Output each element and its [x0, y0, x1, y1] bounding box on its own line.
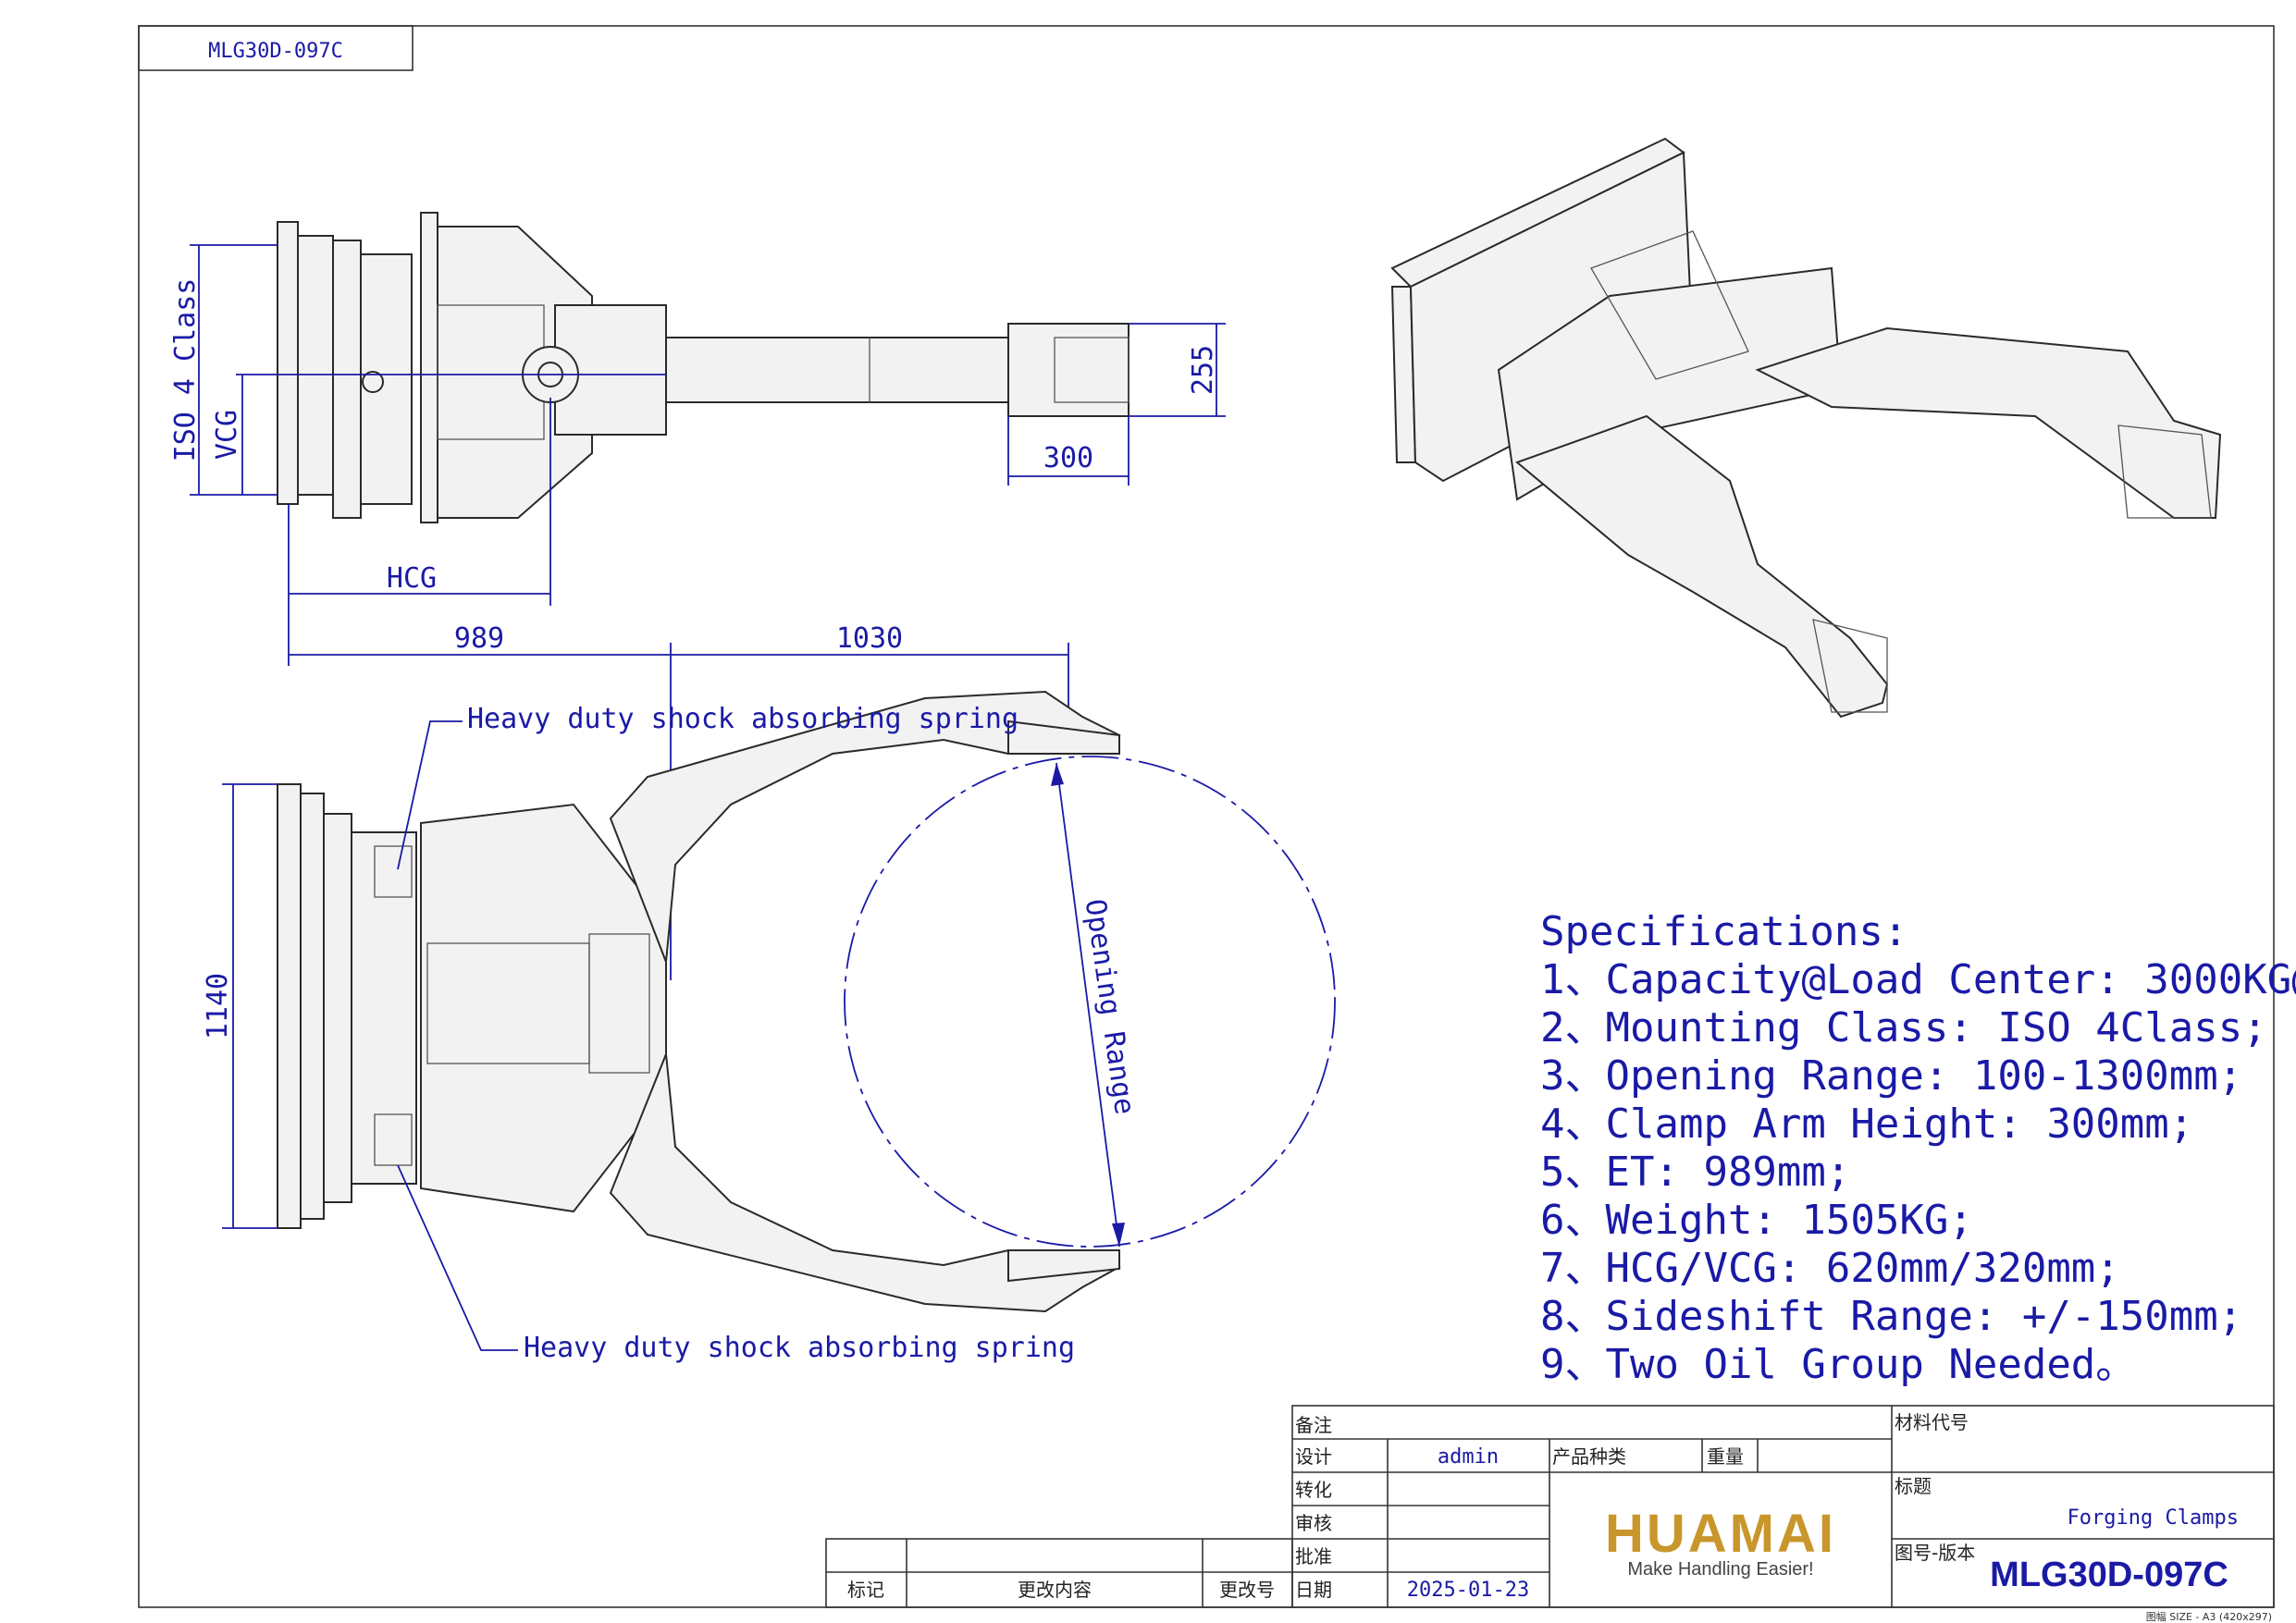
spec-item: 6、Weight: 1505KG; — [1540, 1197, 1973, 1244]
tb-title: Forging Clamps — [2068, 1506, 2239, 1530]
callout-spring-bottom: Heavy duty shock absorbing spring — [524, 1332, 1075, 1364]
title-block-frame — [1291, 1405, 2275, 1608]
tb-date-label: 日期 — [1295, 1579, 1332, 1601]
isometric-view — [1390, 137, 2222, 719]
spec-item: 5、ET: 989mm; — [1540, 1149, 1850, 1196]
tb-remarks: 备注 — [1295, 1414, 1332, 1436]
hcg-label: HCG — [387, 562, 437, 595]
upper-clamp-pad — [1007, 719, 1120, 755]
revision-block — [825, 1538, 1293, 1608]
mount-flange — [420, 212, 438, 523]
spec-heading: Specifications: — [1540, 908, 1907, 955]
clamp-pad-side — [1007, 323, 1129, 417]
tb-material-code: 材料代号 — [1895, 1411, 1969, 1433]
spec-item: 1、Capacity@Load Center: 3000KG@1030mm; — [1540, 956, 2296, 1003]
iso-lower-arm — [1515, 414, 1889, 719]
rotator-top — [351, 831, 417, 1185]
tb-weight: 重量 — [1707, 1445, 1744, 1468]
opening-range-arrow — [1055, 762, 1120, 1248]
tb-change-content: 更改内容 — [1018, 1579, 1092, 1601]
tb-design: 设计 — [1295, 1445, 1332, 1468]
callout-leader-top — [397, 720, 463, 870]
iso-lower-pad — [1812, 619, 1888, 713]
opening-arrow-head-top — [1051, 763, 1064, 786]
h1140-label: 1140 — [202, 973, 234, 1039]
spec-item: 8、Sideshift Range: +/-150mm; — [1540, 1293, 2242, 1340]
callouts: Heavy duty shock absorbing spring Heavy … — [397, 703, 1075, 1364]
carriage-plate — [297, 235, 334, 496]
callout-leader-bottom — [397, 1164, 518, 1351]
spec-item: 2、Mounting Class: ISO 4Class; — [1540, 1004, 2267, 1051]
spec-item: 3、Opening Range: 100-1300mm; — [1540, 1052, 2242, 1100]
sideshift-plate — [332, 240, 362, 519]
top-view: Opening Range — [277, 690, 1336, 1313]
d1030-label: 1030 — [836, 622, 903, 655]
h255-label: 255 — [1187, 345, 1219, 395]
huamai-slogan: Make Handling Easier! — [1627, 1559, 1813, 1580]
drawing-code-box — [138, 25, 414, 71]
valve-block — [588, 933, 650, 1074]
tb-mark: 标记 — [847, 1579, 884, 1601]
iso-class-label: ISO 4 Class — [169, 278, 202, 462]
carriage-top — [300, 793, 325, 1220]
top-view-dimensions: 1140 — [202, 783, 278, 1229]
title-block: 备注 设计 admin 产品种类 重量 材料代号 转化 审核 批准 日期 202… — [825, 1405, 2275, 1623]
sideshift-top — [323, 813, 352, 1203]
spring-top — [374, 845, 413, 898]
clamp-pad-inner — [1054, 337, 1129, 403]
iso-cover — [1590, 230, 1749, 380]
pivot-hole — [362, 371, 384, 393]
spec-item: 4、Clamp Arm Height: 300mm; — [1540, 1100, 2193, 1148]
tb-approve: 批准 — [1295, 1545, 1332, 1568]
specifications: Specifications: 1、Capacity@Load Center: … — [1540, 908, 2296, 1388]
spec-item: 9、Two Oil Group Needed。 — [1540, 1341, 2136, 1388]
tb-transfer: 转化 — [1295, 1479, 1332, 1501]
clamp-cone — [437, 226, 593, 519]
tb-review: 审核 — [1295, 1512, 1332, 1534]
tb-drawing-no-label: 图号-版本 — [1895, 1542, 1975, 1564]
side-view-dimensions: ISO 4 Class VCG HCG 255 300 989 1030 — [169, 244, 1226, 980]
drawing-code-box-text: MLG30D-097C — [208, 40, 343, 63]
vcg-label: VCG — [211, 410, 243, 460]
spring-bottom — [374, 1113, 413, 1166]
tb-drawing-no: MLG30D-097C — [1990, 1555, 2228, 1594]
d989-label: 989 — [454, 622, 504, 655]
tb-date: 2025-01-23 — [1407, 1579, 1529, 1602]
clamp-arm-side — [665, 337, 1009, 403]
callout-spring-top: Heavy duty shock absorbing spring — [467, 703, 1018, 735]
iso-upper-pad — [2117, 424, 2212, 519]
tb-title-label: 标题 — [1895, 1475, 1932, 1497]
sheet-size: 图幅 SIZE - A3 (420x297) — [2146, 1611, 2272, 1623]
spec-item: 7、HCG/VCG: 620mm/320mm; — [1540, 1245, 2120, 1292]
w300-label: 300 — [1043, 442, 1093, 474]
tb-designer: admin — [1438, 1445, 1499, 1469]
huamai-logo: HUAMAI — [1605, 1504, 1836, 1564]
carriage-rear-top — [277, 783, 302, 1229]
rotator-body — [360, 253, 413, 505]
tb-change-no: 更改号 — [1219, 1579, 1275, 1601]
opening-arrow-head-bottom — [1112, 1223, 1125, 1247]
lower-clamp-pad — [1007, 1249, 1120, 1283]
opening-range-circle — [844, 756, 1336, 1248]
iso-upper-arm — [1755, 326, 2222, 519]
tb-product-category: 产品种类 — [1552, 1445, 1626, 1468]
carriage-plate-rear — [277, 221, 299, 505]
side-view — [236, 212, 1129, 523]
